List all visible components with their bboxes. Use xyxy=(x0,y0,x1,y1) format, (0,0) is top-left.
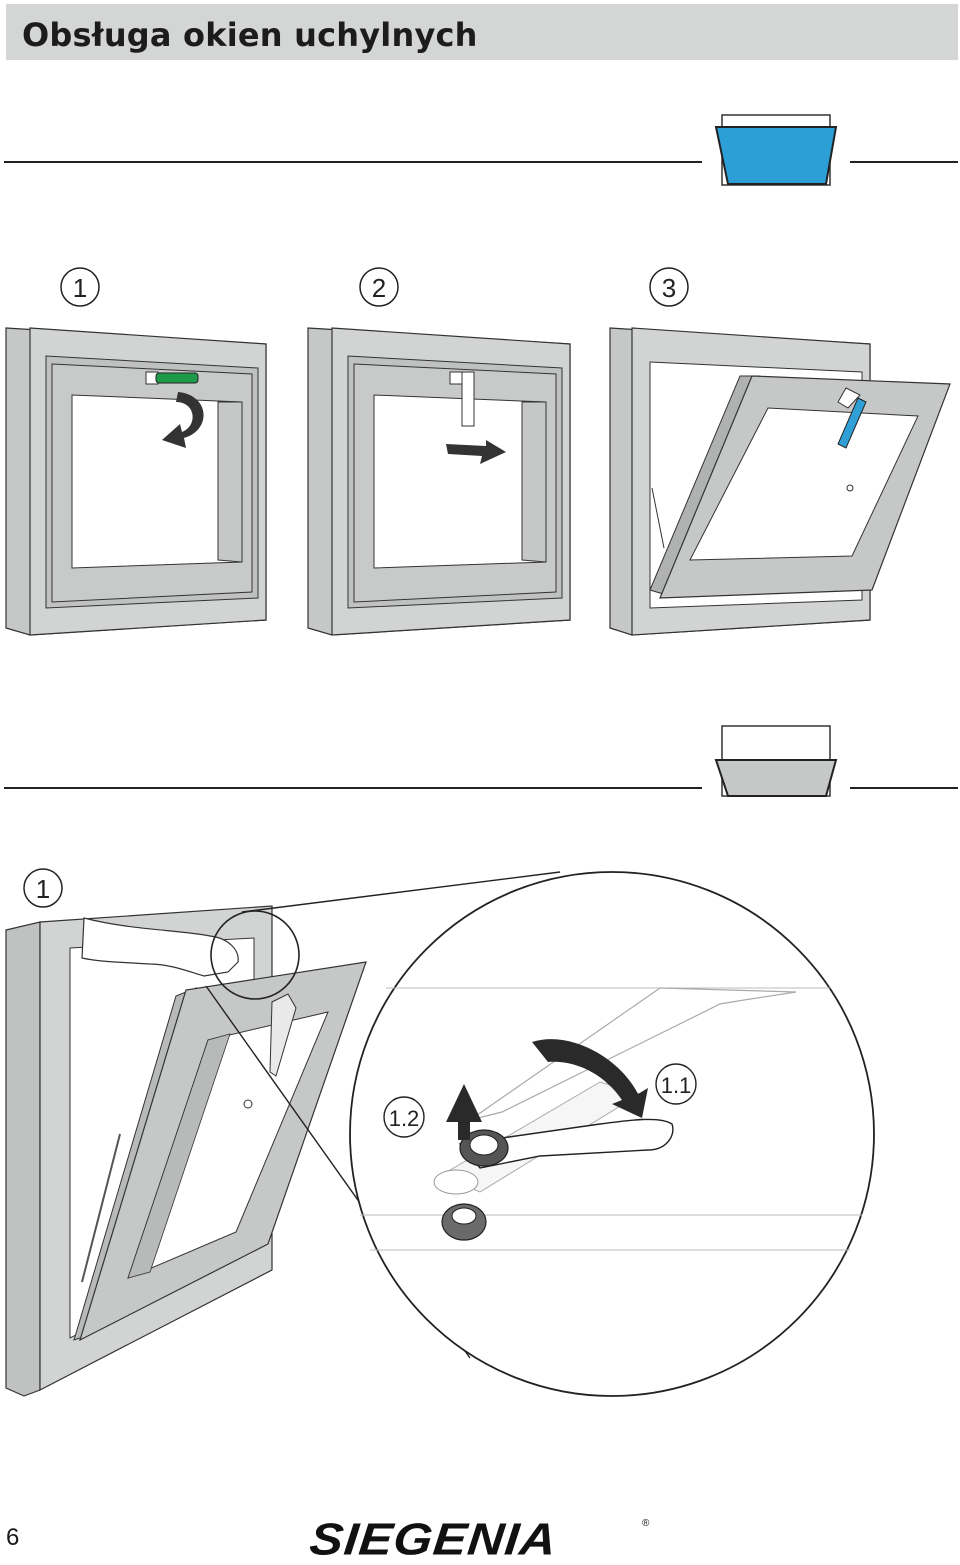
handle-base-icon xyxy=(449,371,463,385)
handle-down-icon xyxy=(461,371,475,427)
step-2-label: 2 xyxy=(372,273,386,303)
step-1-marker: 1 xyxy=(60,267,100,307)
handle-blue-icon xyxy=(837,397,867,449)
step-3-label: 3 xyxy=(662,273,676,303)
label-1-1: 1.1 xyxy=(661,1073,692,1098)
tilted-window-large xyxy=(5,905,367,1397)
trademark-symbol: ® xyxy=(642,1518,650,1529)
window-step-2 xyxy=(307,327,571,636)
label-1-1-marker: 1.1 xyxy=(655,1063,697,1105)
tilt-arrow-icon xyxy=(446,440,506,464)
window-tilt-closed-grey-icon xyxy=(714,725,838,797)
stay-arm-lever-icon xyxy=(458,1118,674,1169)
rotate-arrow-icon xyxy=(162,392,204,448)
window-tilt-open-blue-icon xyxy=(714,114,838,186)
label-1-2: 1.2 xyxy=(389,1106,420,1131)
handle-green-icon xyxy=(155,372,199,384)
step-2-marker: 2 xyxy=(359,267,399,307)
label-1-2-marker: 1.2 xyxy=(383,1096,425,1138)
page-title: Obsługa okien uchylnych xyxy=(22,16,478,54)
section-2-step-1-marker: 1 xyxy=(23,868,63,908)
window-step-3 xyxy=(609,327,951,636)
hand-icon xyxy=(81,917,239,977)
step-1-label: 1 xyxy=(73,273,87,303)
detail-zoom-circle: 1.2 1.1 xyxy=(349,871,875,1397)
page-header: Obsługa okien uchylnych xyxy=(6,4,958,60)
step-3-marker: 3 xyxy=(649,267,689,307)
brand-logo: SIEGENIA xyxy=(307,1513,560,1565)
window-step-1 xyxy=(5,327,267,636)
section-2-step-1-label: 1 xyxy=(36,874,50,904)
page-number: 6 xyxy=(6,1524,20,1551)
turn-arrow-icon xyxy=(532,1039,648,1118)
lift-up-arrow-icon xyxy=(446,1084,482,1140)
